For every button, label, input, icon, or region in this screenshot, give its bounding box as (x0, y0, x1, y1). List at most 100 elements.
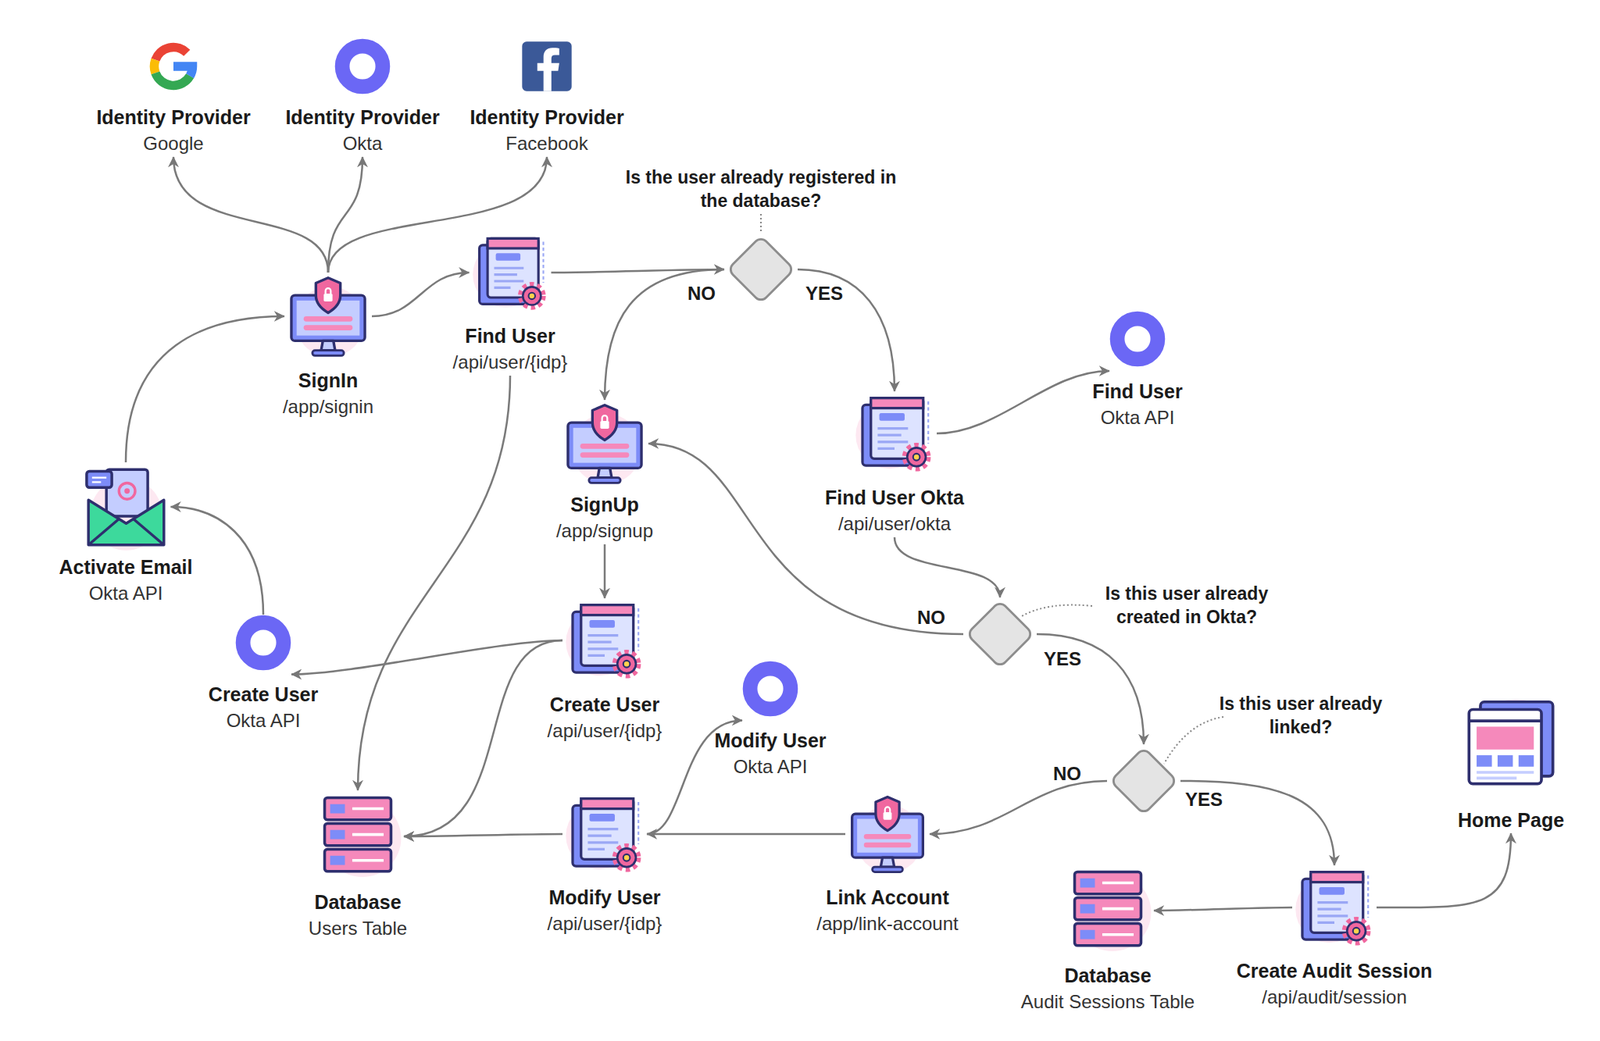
connector (551, 269, 725, 273)
okta-graphic (742, 660, 799, 718)
node-title: Home Page (1457, 807, 1565, 834)
diamond-graphic (963, 597, 1037, 672)
db-icon (311, 790, 404, 883)
node-title: Create Audit Session (1236, 957, 1433, 985)
okta-icon (742, 660, 799, 718)
connector (403, 834, 563, 837)
connector (328, 157, 547, 273)
node-title: Find User (464, 322, 555, 350)
connector (936, 371, 1110, 434)
app-page: SignUp/app/signup (560, 400, 649, 545)
diamond-icon (963, 597, 1037, 672)
leader-line (1164, 717, 1224, 765)
fb-icon (518, 38, 575, 95)
decision-diamond: Is this user already linked? (1107, 744, 1181, 818)
okta-graphic (334, 38, 391, 95)
okta-api: Modify UserOkta API (742, 660, 799, 781)
web-icon (1463, 694, 1559, 790)
connector (1153, 907, 1293, 911)
node-subtitle: Okta API (1100, 404, 1175, 432)
mail-icon (81, 462, 172, 553)
node-subtitle: /app/signup (556, 517, 654, 545)
edge-label: YES (1043, 648, 1082, 671)
app-page: SignIn/app/signin (284, 272, 372, 421)
okta-graphic (1109, 310, 1166, 368)
node-subtitle: Audit Sessions Table (1021, 989, 1195, 1016)
screen-icon (845, 792, 930, 877)
api-graphic (852, 391, 937, 476)
decision-question: Is the user already registered in the da… (620, 165, 902, 213)
node-subtitle: Okta (342, 130, 383, 158)
connector (371, 272, 470, 317)
node-subtitle: Facebook (505, 130, 588, 158)
node-subtitle: /app/signin (282, 393, 374, 421)
api-endpoint: Modify User/api/user/{idp} (562, 792, 647, 938)
node-subtitle: Google (142, 130, 204, 158)
node-subtitle: /api/audit/session (1261, 984, 1407, 1011)
api-graphic (562, 792, 647, 877)
google-icon (145, 38, 202, 95)
db-graphic (1061, 864, 1154, 958)
decision-diamond: Is this user already created in Okta? (963, 597, 1037, 672)
screen-graphic (284, 272, 372, 361)
connector (603, 544, 607, 599)
node-title: Create User (208, 681, 318, 708)
api-graphic (469, 232, 552, 315)
okta-api: Create UserOkta API (235, 614, 292, 735)
api-graphic (1292, 865, 1377, 950)
decision-question-box: Is this user already created in Okta? (1077, 582, 1297, 629)
okta-icon (1109, 310, 1166, 368)
edge-label: YES (805, 282, 843, 305)
diamond-icon (1107, 744, 1181, 818)
api-graphic (562, 598, 647, 683)
identity-provider: Identity ProviderGoogle (145, 38, 202, 158)
node-subtitle: Users Table (308, 915, 408, 943)
api-endpoint: Find User Okta/api/user/okta (852, 391, 937, 538)
identity-provider: Identity ProviderFacebook (518, 38, 575, 158)
okta-api: Find UserOkta API (1109, 310, 1166, 432)
edge-label: NO (1053, 763, 1082, 786)
screen-icon (560, 400, 649, 488)
node-subtitle: /api/user/{idp} (547, 717, 663, 745)
app-page: Link Account/app/link-account (845, 792, 930, 938)
screen-graphic (845, 792, 930, 877)
decision-question-box: Is this user already linked? (1214, 692, 1387, 740)
decision-question-box: Is the user already registered in the da… (620, 165, 902, 213)
database: DatabaseUsers Table (311, 790, 404, 943)
connector (328, 157, 363, 273)
api-icon (1292, 865, 1377, 950)
leader-line (1020, 605, 1093, 618)
node-subtitle: /app/link-account (816, 910, 958, 938)
api-endpoint: Find User/api/user/{idp} (469, 232, 552, 376)
connector (291, 640, 563, 675)
connector (646, 833, 846, 836)
db-icon (1061, 864, 1154, 958)
connector (648, 443, 964, 635)
leader-line (760, 214, 762, 234)
connector (357, 375, 511, 791)
okta-graphic (235, 614, 292, 672)
screen-graphic (560, 400, 649, 488)
connector (1180, 781, 1335, 866)
okta-icon (235, 614, 292, 672)
node-title: Modify User (548, 884, 661, 911)
db-graphic (311, 790, 404, 883)
node-subtitle: Okta API (89, 580, 164, 608)
connector (1036, 634, 1144, 745)
connector (894, 537, 1000, 598)
okta-icon (334, 38, 391, 95)
decision-diamond: Is the user already registered in the da… (724, 232, 798, 307)
google-graphic (145, 38, 202, 95)
decision-question: Is this user already created in Okta? (1077, 582, 1297, 629)
edge-label: YES (1185, 789, 1223, 811)
edge-label: NO (687, 282, 716, 305)
api-endpoint: Create Audit Session/api/audit/session (1292, 865, 1377, 1011)
email-step: Activate EmailOkta API (81, 462, 172, 608)
node-title: Identity Provider (96, 103, 250, 131)
database: DatabaseAudit Sessions Table (1061, 864, 1154, 1016)
api-icon (852, 391, 937, 476)
node-title: Identity Provider (469, 103, 624, 131)
connector (604, 269, 725, 400)
node-subtitle: Okta API (226, 707, 301, 735)
api-icon (562, 792, 647, 877)
